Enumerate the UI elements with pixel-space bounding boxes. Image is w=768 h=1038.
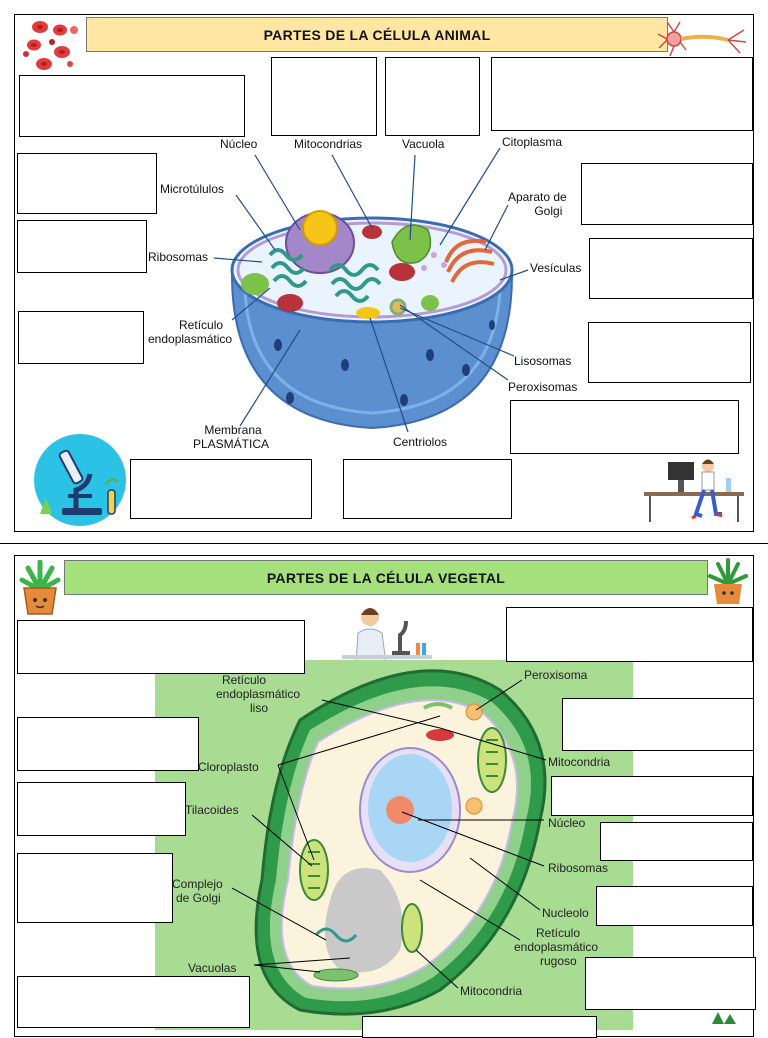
answer-box[interactable]: [581, 163, 753, 225]
label-citoplasma: Citoplasma: [502, 135, 563, 149]
label-centriolos: Centriolos: [393, 435, 448, 449]
answer-box[interactable]: [588, 322, 751, 383]
label-tilacoides: Tilacoides: [185, 803, 239, 817]
label-mitocondria-top: Mitocondria: [548, 755, 611, 769]
animal-title-banner: PARTES DE LA CÉLULA ANIMAL: [86, 17, 668, 52]
answer-box[interactable]: [17, 620, 305, 674]
answer-box[interactable]: [343, 459, 512, 519]
label-reticulo-endoplasmatico: Retículo endoplasmático: [148, 318, 232, 346]
label-rer-line3: rugoso: [540, 954, 577, 968]
answer-box[interactable]: [589, 238, 753, 299]
label-nucleo-vegetal: Núcleo: [548, 816, 586, 830]
label-vesiculas: Vesículas: [530, 261, 582, 275]
answer-box[interactable]: [600, 822, 753, 861]
answer-box[interactable]: [17, 220, 147, 273]
answer-box[interactable]: [510, 400, 739, 454]
animal-title: PARTES DE LA CÉLULA ANIMAL: [263, 26, 491, 43]
label-nucleo: Núcleo: [220, 137, 258, 151]
animal-cell-diagram: [213, 147, 529, 433]
potted-plant-icon: [708, 558, 748, 604]
label-rer-line2: endoplasmático: [514, 940, 599, 954]
label-vacuola: Vacuola: [402, 137, 445, 151]
tree-icon: [712, 1012, 736, 1024]
label-peroxisoma: Peroxisoma: [524, 668, 588, 682]
label-aparato-golgi-line2: Golgi: [534, 204, 563, 218]
label-ribosomas-vegetal: Ribosomas: [548, 861, 609, 875]
answer-box[interactable]: [19, 75, 245, 137]
label-rer-line1: Retículo: [536, 926, 581, 940]
label-reticulo-line1: Retículo: [179, 318, 224, 332]
sheet-divider: [0, 543, 768, 544]
plant-title-banner: PARTES DE LA CÉLULA VEGETAL: [64, 560, 708, 595]
blood-cells-icon: [23, 21, 78, 70]
label-membrana-plasmatica: Membrana PLASMÁTICA: [193, 423, 269, 451]
label-aparato-golgi: Aparato de Golgi: [508, 190, 567, 218]
answer-box[interactable]: [385, 57, 480, 136]
label-golgi-line2: de Golgi: [176, 891, 221, 905]
answer-box[interactable]: [551, 776, 753, 816]
answer-box[interactable]: [491, 57, 753, 131]
answer-box[interactable]: [596, 886, 753, 926]
answer-box[interactable]: [17, 782, 186, 836]
answer-box[interactable]: [585, 957, 756, 1010]
label-mitocondrias: Mitocondrias: [294, 137, 363, 151]
label-microtubulos: Microtúlulos: [160, 182, 225, 196]
label-reticulo-rugoso: Retículo endoplasmático rugoso: [514, 926, 598, 968]
label-lisosomas: Lisosomas: [514, 354, 572, 368]
answer-box[interactable]: [271, 57, 377, 136]
answer-box[interactable]: [130, 459, 312, 519]
label-ribosomas: Ribosomas: [148, 250, 209, 264]
label-reticulo-liso: Retículo endoplasmático liso: [216, 673, 300, 715]
label-peroxisomas: Peroxisomas: [508, 380, 578, 394]
scientist-desk-icon: [644, 459, 744, 522]
label-nucleolo: Nucleolo: [542, 906, 589, 920]
label-membrana-line2: PLASMÁTICA: [193, 437, 270, 451]
label-vacuolas: Vacuolas: [188, 961, 237, 975]
label-mitocondria-bottom: Mitocondria: [460, 984, 523, 998]
potted-plant-icon: [19, 560, 61, 615]
label-rel-line1: Retículo: [222, 673, 267, 687]
answer-box[interactable]: [562, 698, 754, 751]
scientist-microscope-icon: [342, 608, 432, 664]
label-complejo-golgi: Complejo de Golgi: [172, 877, 223, 905]
label-cloroplasto: Cloroplasto: [198, 760, 259, 774]
label-rel-line2: endoplasmático: [216, 687, 301, 701]
answer-box[interactable]: [17, 717, 199, 771]
plant-title: PARTES DE LA CÉLULA VEGETAL: [266, 569, 506, 586]
label-reticulo-line2: endoplasmático: [148, 332, 233, 346]
label-membrana-line1: Membrana: [204, 423, 262, 437]
answer-box[interactable]: [17, 153, 157, 214]
label-rel-line3: liso: [250, 701, 269, 715]
microscope-icon: [34, 434, 126, 526]
answer-box[interactable]: [506, 607, 753, 662]
answer-box[interactable]: [18, 311, 144, 364]
neuron-icon: [657, 21, 747, 57]
label-aparato-golgi-line1: Aparato de: [508, 190, 567, 204]
answer-box[interactable]: [17, 853, 173, 923]
label-golgi-line1: Complejo: [172, 877, 223, 891]
